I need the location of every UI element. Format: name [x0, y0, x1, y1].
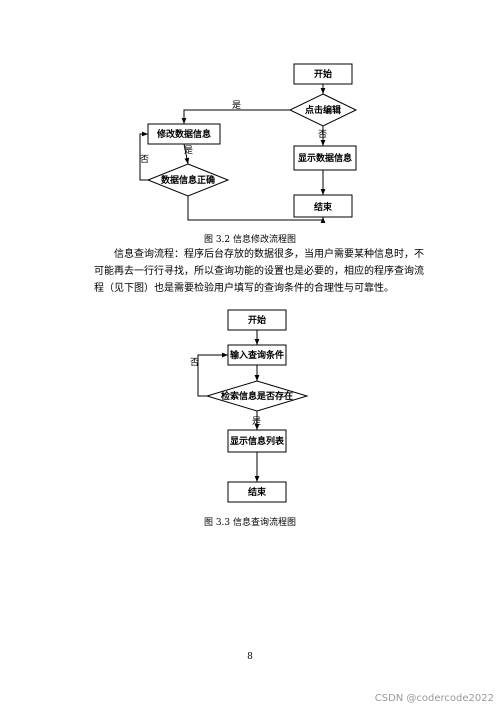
- edge-check-yes-to-end: [187, 196, 326, 223]
- check-exists-label: 检索信息是否存在: [221, 390, 293, 402]
- check-info-label: 数据信息正确: [161, 174, 215, 186]
- input-query-label: 输入查询条件: [230, 349, 284, 361]
- edge-label-yes-top: 是: [232, 100, 241, 111]
- edge-check-no-loop-q: [197, 352, 228, 397]
- edge-edit-to-check: [183, 143, 190, 165]
- watermark: CSDN @codercode2022: [374, 693, 494, 704]
- edge-click-yes-to-edit: [181, 109, 290, 124]
- start-label: 开始: [314, 68, 332, 80]
- edge-check-no-loop: [139, 131, 148, 181]
- edge-label-no-left: 否: [140, 154, 149, 165]
- click-edit-label: 点击编辑: [305, 104, 341, 116]
- query-end-label: 结束: [248, 486, 267, 498]
- body-paragraph: 信息查询流程：程序后台存放的数据很多，当用户需要某种信息时，不可能再去一行行寻找…: [94, 249, 424, 294]
- show-info-node: [293, 145, 357, 171]
- show-info-label: 显示数据信息: [298, 152, 352, 164]
- query-start-label: 开始: [248, 314, 266, 326]
- edge-label-no-q: 否: [190, 357, 199, 368]
- page-number: 8: [247, 652, 253, 662]
- figure2-caption: 图 3.3 信息查询流程图: [203, 518, 297, 528]
- show-list-label: 显示信息列表: [230, 435, 285, 447]
- edit-info-label: 修改数据信息: [156, 128, 211, 140]
- edge-label-yes-q: 是: [252, 416, 261, 427]
- figure1-caption: 图 3.2 信息修改流程图: [203, 235, 297, 245]
- edge-label-yes-left: 是: [184, 145, 193, 156]
- end-label: 结束: [314, 201, 333, 213]
- edge-label-no-mid: 否: [318, 129, 327, 140]
